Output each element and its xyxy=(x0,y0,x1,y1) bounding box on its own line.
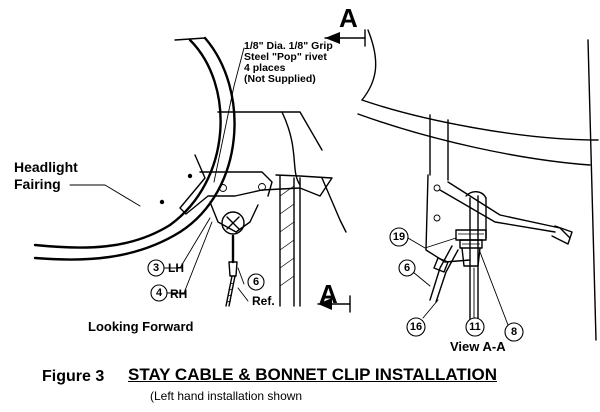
callout-bubble-3 xyxy=(147,259,165,277)
callout-bubble-19 xyxy=(389,227,409,247)
rh-label: RH xyxy=(170,287,188,301)
callout-19: 19 xyxy=(392,231,406,243)
lh-label: LH xyxy=(168,261,184,275)
bonnet-clip-channel xyxy=(425,114,573,263)
ref-label: Ref. xyxy=(252,294,275,308)
callout-bubble-8 xyxy=(504,322,524,342)
headlight-fairing xyxy=(33,36,236,261)
callout-8: 8 xyxy=(510,326,518,338)
clip-fasteners xyxy=(455,229,487,267)
callout-bubble-16 xyxy=(406,317,426,337)
callout-bubble-6-left xyxy=(247,273,265,291)
section-marker-top: A xyxy=(339,3,358,33)
callout-4: 4 xyxy=(155,287,163,299)
bracket-plate xyxy=(179,154,333,235)
callout-6-left: 6 xyxy=(252,276,260,288)
rivet-note: 1/8" Dia. 1/8" Grip Steel "Pop" rivet 4 … xyxy=(244,40,333,85)
callout-3: 3 xyxy=(152,262,160,274)
view-aa-label: View A-A xyxy=(450,339,506,354)
section-arrow-bottom xyxy=(317,295,351,313)
section-arrow-top xyxy=(324,29,366,47)
leader-lines-left xyxy=(69,47,249,302)
callout-bubble-11 xyxy=(465,317,485,337)
callout-bubble-6-right xyxy=(398,259,416,277)
headlight-fairing-label-2: Fairing xyxy=(14,176,61,192)
headlight-fairing-label-1: Headlight xyxy=(14,159,78,175)
leader-lines-right xyxy=(407,237,509,326)
looking-forward-label: Looking Forward xyxy=(88,319,194,334)
callout-16: 16 xyxy=(409,321,423,333)
fender-panel xyxy=(357,29,599,341)
figure-title: STAY CABLE & BONNET CLIP INSTALLATION xyxy=(128,365,497,384)
callout-11: 11 xyxy=(469,321,481,333)
callout-bubble-4 xyxy=(150,284,168,302)
bonnet-edge xyxy=(217,111,323,186)
fairing-rivets xyxy=(159,173,193,205)
bracket-channel xyxy=(279,175,347,307)
stay-cable-left xyxy=(225,234,238,307)
figure-number: Figure 3 xyxy=(42,368,105,385)
section-marker-bottom: A xyxy=(319,279,338,309)
stay-cable-right xyxy=(429,245,459,303)
figure-caption: (Left hand installation shown xyxy=(150,389,303,403)
callout-6-right: 6 xyxy=(403,262,411,274)
